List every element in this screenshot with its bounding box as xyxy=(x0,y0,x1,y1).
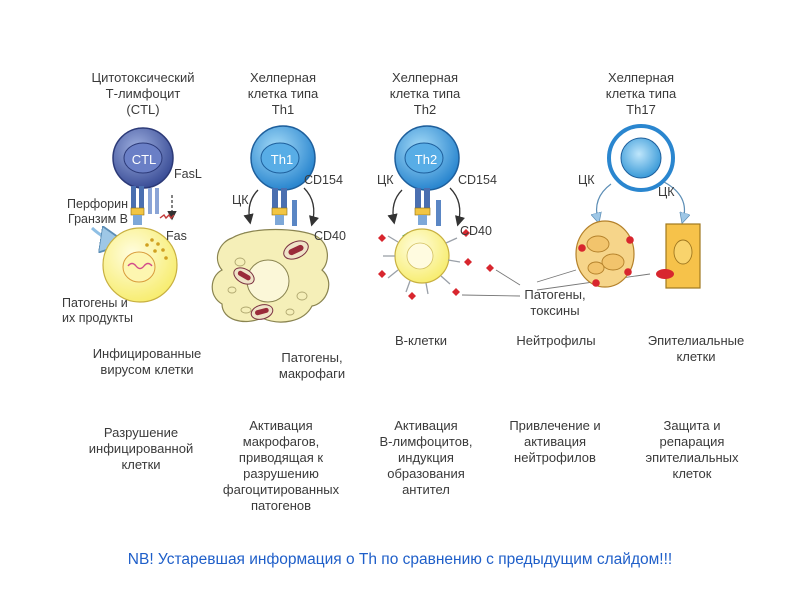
pathogens-toxins-label: Патогены,токсины xyxy=(524,287,586,318)
th2-ck-arrow-left xyxy=(387,189,403,225)
ctl-receptors xyxy=(130,186,159,225)
pathogen-particles xyxy=(378,229,494,300)
nb-note: NB! Устаревшая информация о Th по сравне… xyxy=(127,551,673,568)
epithelial-cell xyxy=(656,223,701,289)
b-cell xyxy=(383,228,461,295)
th1-ck-label: ЦК xyxy=(232,193,249,207)
th2-ck-label: ЦК xyxy=(377,173,394,187)
th2-cell xyxy=(394,125,460,191)
th2-receptors xyxy=(414,188,441,226)
th1-cell xyxy=(250,125,316,191)
phagocytosed-pathogens xyxy=(233,240,309,320)
th2-cell-label: Th2 xyxy=(414,152,438,167)
fas-receptor xyxy=(159,213,175,220)
neutrophil-cell xyxy=(575,220,635,288)
fas-label: Fas xyxy=(166,229,187,243)
th2-ck-arrow-right xyxy=(449,187,466,227)
th17-ck-label-left: ЦК xyxy=(578,173,595,187)
th17-ck-arrow-left xyxy=(597,183,612,220)
ctl-cell-label: CTL xyxy=(131,152,157,167)
th1-ck-arrow-right xyxy=(303,187,320,227)
th17-cell xyxy=(607,124,675,192)
th17-ck-label-right: ЦК xyxy=(658,185,675,199)
th2-cd154-label: CD154 xyxy=(458,173,497,187)
th1-cd40-label: CD40 xyxy=(314,229,346,243)
neutrophils-label: Нейтрофилы xyxy=(516,333,596,348)
granzyme-label: Гранзим В xyxy=(68,212,128,226)
ctl-cell xyxy=(112,127,174,189)
th1-target: Патогены,макрофаги xyxy=(278,350,346,381)
th1-ck-arrow-left xyxy=(243,189,259,225)
th1-receptors xyxy=(271,188,297,226)
th1-cell-label: Th1 xyxy=(270,152,294,167)
th2-target: В-клетки xyxy=(394,333,448,348)
fasl-label: FasL xyxy=(174,167,202,181)
perforin-label: Перфорин xyxy=(67,197,128,211)
th1-cd154-label: CD154 xyxy=(304,173,343,187)
th17-ck-arrow-right xyxy=(663,181,684,220)
th2-cd40-label: CD40 xyxy=(460,224,492,238)
infected-cell xyxy=(102,227,178,303)
